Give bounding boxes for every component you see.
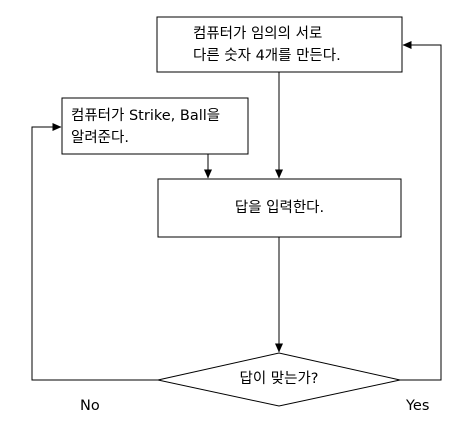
generate-text-line1: 컴퓨터가 임의의 서로 (193, 26, 323, 42)
feedback-box (61, 97, 249, 155)
branch-label-no: No (80, 398, 100, 414)
decision-text: 답이 맞는가? (239, 371, 319, 387)
generate-box (156, 16, 403, 73)
input-text: 답을 입력한다. (234, 200, 325, 216)
arrow-yes-loop (400, 41, 442, 381)
feedback-text-line1: 컴퓨터가 Strike, Ball을 (71, 108, 221, 124)
arrow-no-loop (31, 123, 158, 381)
feedback-text-line2: 알려준다. (71, 130, 129, 146)
input-box (157, 178, 402, 238)
branch-label-yes: Yes (406, 398, 430, 414)
generate-text-line2: 다른 숫자 4개를 만든다. (193, 48, 341, 64)
